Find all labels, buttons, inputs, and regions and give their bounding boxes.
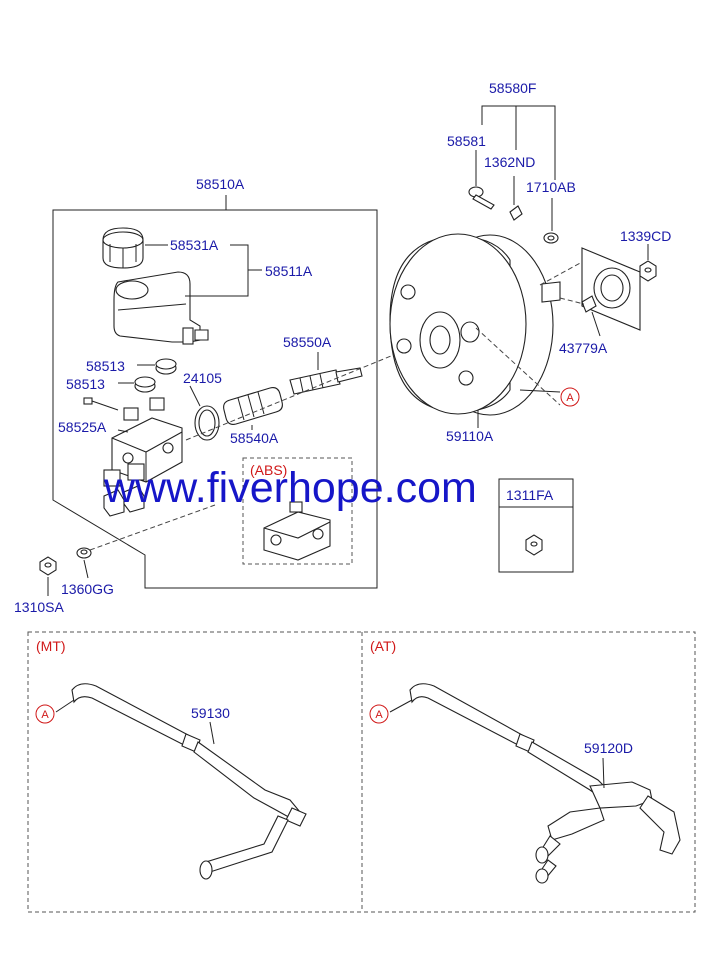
label-58580F: 58580F: [489, 80, 536, 96]
washer-1710AB: [543, 232, 559, 244]
label-59110A: 59110A: [446, 428, 494, 444]
label-43779A: 43779A: [559, 340, 608, 356]
callout-letter: A: [41, 709, 49, 721]
tag-abs: (ABS): [250, 462, 287, 478]
o-ring: [194, 405, 220, 441]
label-1310SA: 1310SA: [14, 599, 64, 615]
label-58511A: 58511A: [265, 263, 313, 279]
label-1311FA: 1311FA: [506, 487, 554, 503]
callout-mt: A: [35, 704, 55, 724]
leader-59120D: [602, 757, 605, 789]
leader-24105: [189, 385, 201, 407]
vacuum-hose-mt: [71, 683, 307, 880]
label-1360GG: 1360GG: [61, 581, 114, 597]
leader-callout-mt: [55, 699, 75, 713]
abs-variant-frame: [242, 457, 353, 565]
callout-booster: A: [560, 387, 580, 407]
callout-at: A: [369, 704, 389, 724]
leader-callout-at: [389, 699, 413, 713]
label-58525A: 58525A: [58, 419, 107, 435]
clip-1362ND: [509, 205, 523, 221]
grommet-lower: [134, 376, 156, 393]
nut-1310SA: [39, 556, 57, 576]
piston-58540A: [223, 387, 283, 425]
label-58531A: 58531A: [170, 237, 219, 253]
vacuum-hose-at: [409, 683, 681, 884]
grommet-upper: [155, 358, 177, 375]
axis-line: [185, 339, 431, 441]
clip-43779A: [581, 295, 597, 313]
leader-43779A: [591, 311, 601, 337]
tag-at: (AT): [370, 638, 396, 654]
brake-booster: [389, 233, 561, 416]
callout-letter: A: [566, 392, 574, 404]
label-58510A: 58510A: [196, 176, 245, 192]
leader-58580F: [481, 105, 556, 125]
leader-58525A: [117, 429, 129, 433]
label-58550A: 58550A: [283, 334, 332, 350]
nut-1311FA-frame: [498, 478, 574, 573]
label-1362ND: 1362ND: [484, 154, 535, 170]
check-valve-line: [475, 327, 561, 406]
washer-1360GG: [76, 547, 92, 559]
booster-gasket: [581, 247, 641, 331]
leader-59130: [209, 721, 215, 745]
label-1339CD: 1339CD: [620, 228, 671, 244]
reservoir-cap: [102, 227, 144, 269]
leader-1360GG: [83, 559, 89, 579]
master-cylinder-group-frame: [52, 209, 378, 589]
pin-58581: [468, 186, 495, 210]
label-58513-lower: 58513: [66, 376, 105, 392]
nut-1339CD: [639, 260, 657, 282]
master-cylinder: [103, 397, 183, 517]
label-58540A: 58540A: [230, 430, 279, 446]
leader-callout-booster: [519, 389, 561, 393]
watermark: www.fiverhope.com: [103, 464, 477, 512]
label-24105: 24105: [183, 370, 222, 386]
label-1710AB: 1710AB: [526, 179, 576, 195]
clip-axis: [559, 297, 585, 305]
label-58513-upper: 58513: [86, 358, 125, 374]
callout-letter: A: [375, 709, 383, 721]
label-59120D: 59120D: [584, 740, 633, 756]
abs-master-cylinder: [263, 501, 331, 561]
label-59130: 59130: [191, 705, 230, 721]
gasket-axis: [539, 261, 583, 286]
hose-panels-frame: [27, 631, 696, 913]
tag-mt: (MT): [36, 638, 66, 654]
label-58581: 58581: [447, 133, 486, 149]
bolt-58525A: [83, 397, 119, 411]
nut-1311FA: [525, 534, 543, 556]
reservoir-tank: [113, 271, 209, 345]
fastener-axis: [89, 504, 216, 551]
